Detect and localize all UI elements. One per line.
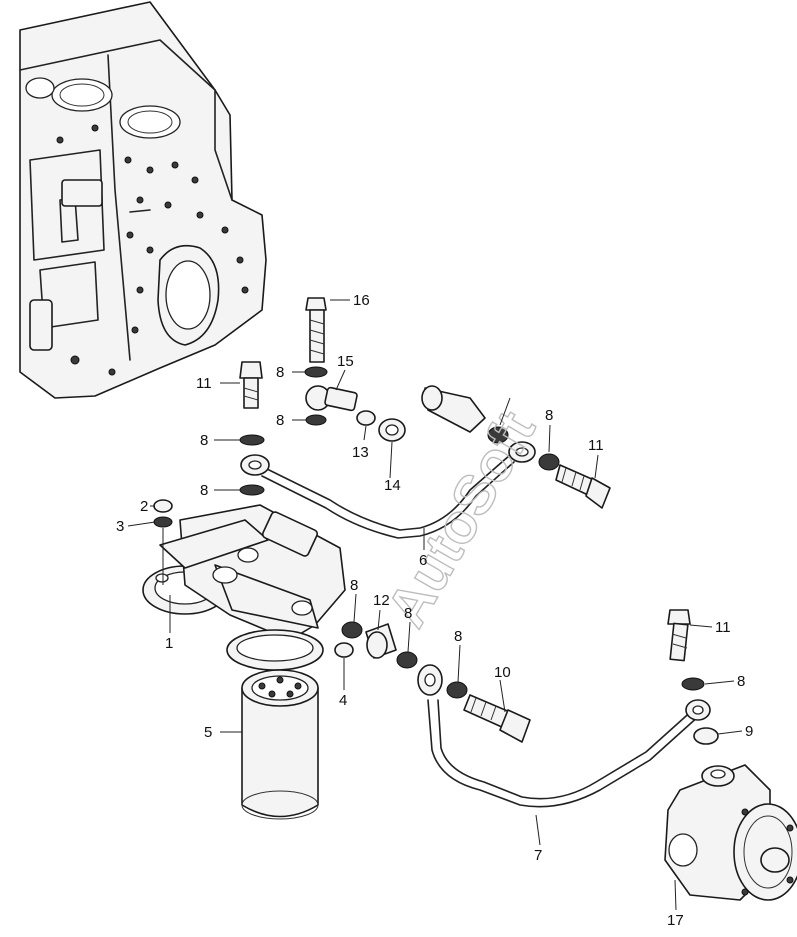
callout-15: 15 [337,353,354,370]
leader-lines [127,299,743,911]
union-fitting-right [421,385,509,444]
filter-cartridge [241,669,319,820]
oil-pump [664,764,797,901]
filter-head [142,504,346,671]
callout-11-a: 11 [196,375,212,392]
callout-17: 17 [667,912,684,929]
sleeve-12-washers-8 [341,621,468,699]
plug-4 [334,642,354,658]
banjo-fitting-15 [304,366,358,426]
callout-7: 7 [534,847,542,864]
callout-2: 2 [140,498,148,515]
callout-8-c: 8 [200,432,208,449]
bolt-2-washer-3 [153,499,173,585]
bolt-11-left [239,361,265,496]
bolt-16 [305,297,327,363]
sleeve-13-14 [356,410,406,442]
callout-10: 10 [494,664,511,681]
callout-4: 4 [339,692,347,709]
callout-8-b: 8 [276,412,284,429]
callout-labels: 16 8 15 8 11 8 8 13 14 8 11 2 3 1 6 8 12… [116,292,753,929]
callout-9: 9 [745,723,753,740]
engine-block [19,1,267,399]
bolt-11-right [538,453,611,509]
oil-pipe-7 [417,664,711,808]
callout-1: 1 [165,635,173,652]
callout-8-d: 8 [200,482,208,499]
callout-11-b: 11 [588,437,604,454]
bolt-11-pump [667,609,719,745]
callout-8-a: 8 [276,364,284,381]
callout-14: 14 [384,477,401,494]
callout-12: 12 [373,592,390,609]
callout-8-f: 8 [350,577,358,594]
callout-6: 6 [419,552,427,569]
callout-16: 16 [353,292,370,309]
callout-5: 5 [204,724,212,741]
callout-8-g: 8 [404,605,412,622]
callout-8-e: 8 [545,407,553,424]
callout-11-c: 11 [715,619,731,636]
callout-3: 3 [116,518,124,535]
callout-13: 13 [352,444,369,461]
callout-8-h: 8 [454,628,462,645]
callout-8-i: 8 [737,673,745,690]
bolt-10 [463,694,531,743]
oil-pipe-6 [240,441,536,539]
